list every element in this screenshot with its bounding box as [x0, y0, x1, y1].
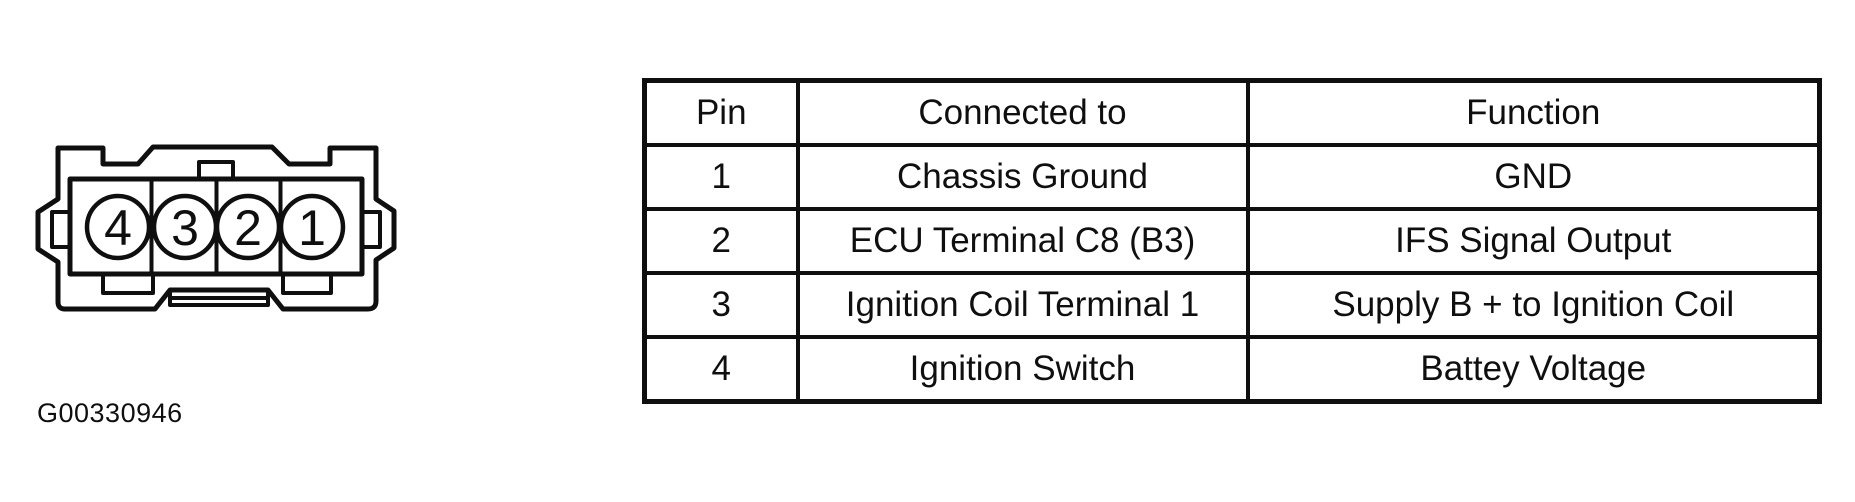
header-cell-function: Function	[1245, 78, 1822, 147]
pin-number-label: 1	[298, 200, 326, 256]
header-cell-pin: Pin	[642, 78, 800, 147]
table-cell-connected-to: Ignition Coil Terminal 1	[795, 271, 1250, 339]
connector-right-latch-slot	[360, 210, 382, 249]
connector-inner-cavity	[67, 176, 365, 277]
connector-bottom-lever	[168, 288, 270, 307]
table-row: 3 Ignition Coil Terminal 1 Supply B + to…	[642, 271, 1822, 339]
pin-cavity-3: 3	[151, 193, 219, 261]
table-cell-pin: 1	[642, 143, 800, 211]
table-row: 1 Chassis Ground GND	[642, 143, 1822, 211]
connector-top-tab	[197, 160, 235, 181]
header-cell-connected-to: Connected to	[795, 78, 1250, 147]
pin-cavity-4: 4	[84, 193, 152, 261]
pin-circle	[278, 193, 346, 261]
pin-number-label: 3	[171, 200, 199, 256]
table-cell-function: IFS Signal Output	[1245, 207, 1822, 275]
figure-id-label: G00330946	[37, 398, 183, 428]
pin-cavity-1: 1	[278, 193, 346, 261]
table-cell-function: GND	[1245, 143, 1822, 211]
pin-function-table: Pin Connected to Function 1 Chassis Grou…	[642, 78, 1822, 404]
pin-number-label: 4	[104, 200, 132, 256]
connector-left-latch-slot	[50, 210, 72, 249]
connector-housing-outline	[35, 144, 397, 312]
connector-diagram: 4 3 2 1	[35, 144, 397, 312]
pin-circle	[84, 193, 152, 261]
table-row: 2 ECU Terminal C8 (B3) IFS Signal Output	[642, 207, 1822, 275]
table-cell-connected-to: Chassis Ground	[795, 143, 1250, 211]
table-cell-connected-to: ECU Terminal C8 (B3)	[795, 207, 1250, 275]
table-cell-pin: 3	[642, 271, 800, 339]
table-header-row: Pin Connected to Function	[642, 78, 1822, 147]
connector-bottom-left-tab	[101, 272, 155, 295]
table-row: 4 Ignition Switch Battey Voltage	[642, 335, 1822, 404]
table-cell-pin: 2	[642, 207, 800, 275]
table-cell-function: Supply B + to Ignition Coil	[1245, 271, 1822, 339]
pin-cavity-2: 2	[214, 193, 282, 261]
connector-bottom-right-tab	[281, 272, 333, 295]
table-cell-function: Battey Voltage	[1245, 335, 1822, 404]
table-cell-connected-to: Ignition Switch	[795, 335, 1250, 404]
table-cell-pin: 4	[642, 335, 800, 404]
pin-number-label: 2	[234, 200, 262, 256]
